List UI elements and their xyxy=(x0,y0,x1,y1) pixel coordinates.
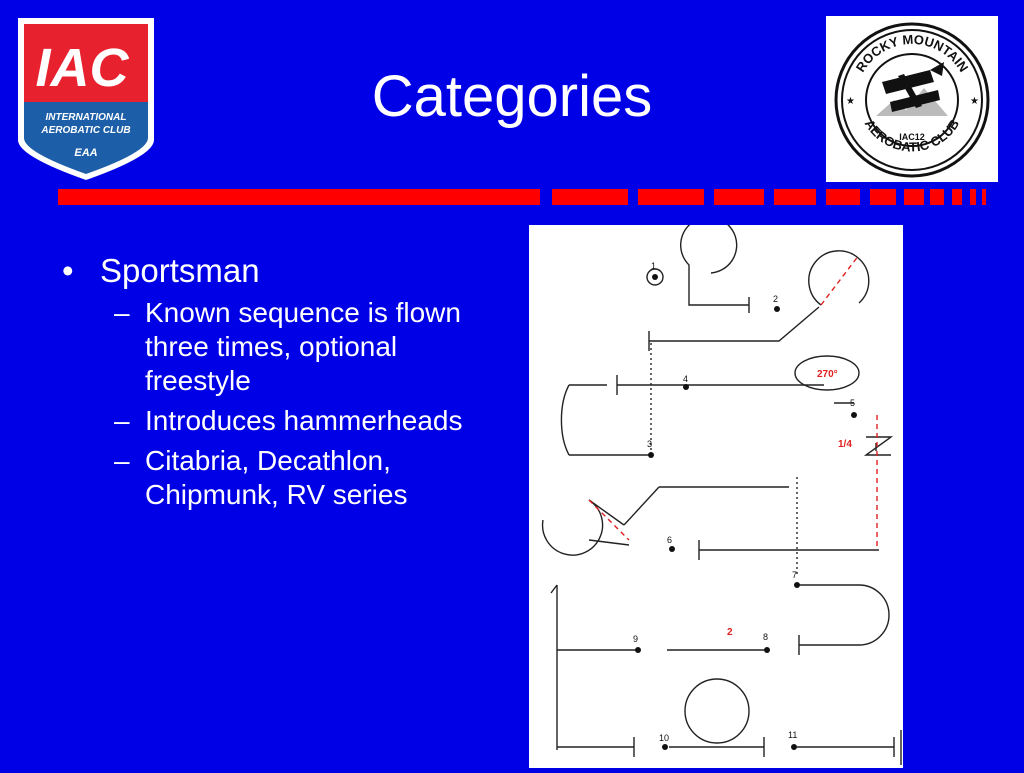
sub-bullet-item: – Introduces hammerheads xyxy=(62,404,502,438)
iac-shield-logo-icon: IAC INTERNATIONAL AEROBATIC CLUB EAA xyxy=(16,16,156,182)
sub-bullet-item: – Citabria, Decathlon, Chipmunk, RV seri… xyxy=(62,444,502,512)
svg-text:7: 7 xyxy=(792,570,797,580)
sub-bullet-text: Introduces hammerheads xyxy=(145,405,463,436)
rocky-mountain-aerobatic-club-seal-icon: ROCKY MOUNTAIN AEROBATIC CLUB IAC12 ★ ★ xyxy=(826,16,998,182)
svg-text:★: ★ xyxy=(970,96,979,107)
sub-bullet-text: Known sequence is flown three times, opt… xyxy=(145,297,461,396)
dash-marker: – xyxy=(114,405,130,436)
svg-text:9: 9 xyxy=(633,634,638,644)
svg-text:6: 6 xyxy=(667,535,672,545)
slide-title: Categories xyxy=(371,64,653,129)
svg-text:5: 5 xyxy=(850,398,855,408)
sub-bullet-item: – Known sequence is flown three times, o… xyxy=(62,296,502,398)
svg-text:2: 2 xyxy=(773,294,778,304)
svg-text:1/4: 1/4 xyxy=(838,439,852,450)
red-dashed-divider xyxy=(58,189,986,205)
svg-text:AEROBATIC CLUB: AEROBATIC CLUB xyxy=(40,125,130,136)
svg-text:1: 1 xyxy=(651,261,656,271)
svg-text:2: 2 xyxy=(727,627,733,638)
dash-marker: – xyxy=(114,445,130,476)
svg-text:4: 4 xyxy=(683,374,688,384)
svg-text:270°: 270° xyxy=(817,369,838,380)
bullet-list: • Sportsman – Known sequence is flown th… xyxy=(62,250,502,518)
bullet-marker: • xyxy=(62,252,74,289)
svg-text:INTERNATIONAL: INTERNATIONAL xyxy=(46,112,127,123)
sub-bullet-text: Citabria, Decathlon, Chipmunk, RV series xyxy=(145,445,408,510)
bullet-text: Sportsman xyxy=(100,252,260,289)
svg-text:★: ★ xyxy=(846,96,855,107)
svg-text:8: 8 xyxy=(763,632,768,642)
svg-text:IAC12: IAC12 xyxy=(899,132,925,142)
svg-text:EAA: EAA xyxy=(74,147,97,159)
dash-marker: – xyxy=(114,297,130,328)
svg-text:IAC: IAC xyxy=(36,38,130,98)
svg-text:3: 3 xyxy=(647,439,652,449)
bullet-item: • Sportsman xyxy=(62,250,502,292)
aresti-sequence-diagram-icon: 1 2 3 4 5 6 7 8 9 10 11 270° 1/4 2 xyxy=(529,216,903,768)
svg-text:11: 11 xyxy=(788,730,797,740)
svg-text:10: 10 xyxy=(659,733,669,743)
